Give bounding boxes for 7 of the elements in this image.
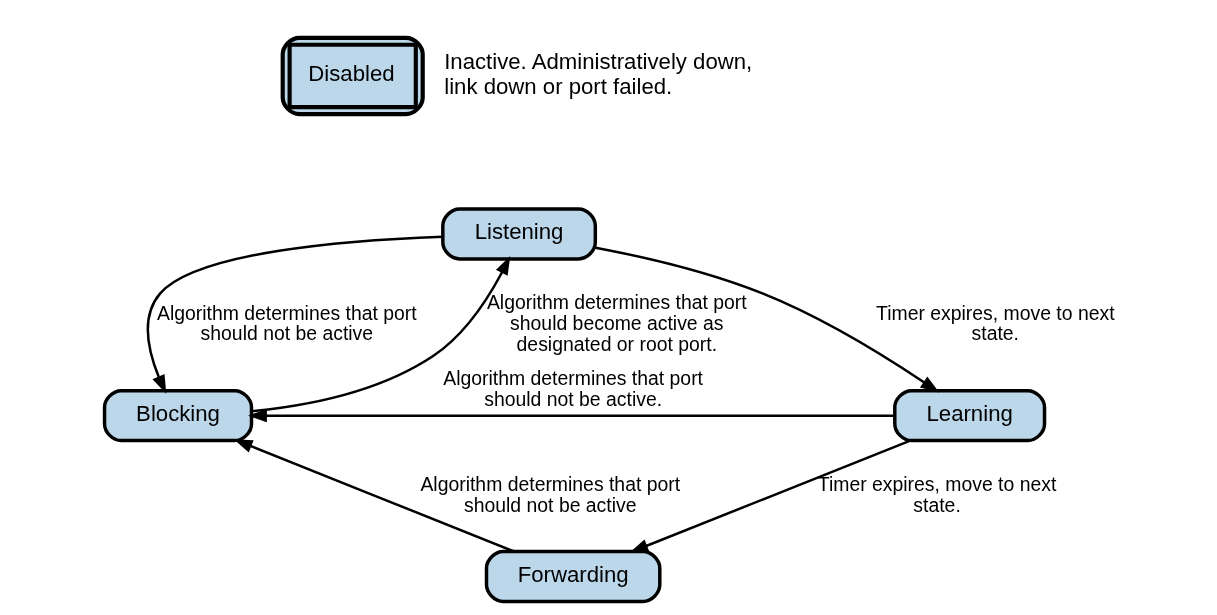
node-label: Inactive. Administratively down, link down or port failed. bbox=[444, 48, 753, 99]
edge-label: Algorithm determines that port should not be active. bbox=[443, 367, 704, 411]
edge-label: Algorithm determines that port should become active as designated or root port. bbox=[486, 291, 747, 355]
edge-label: Timer expires, move to next state. bbox=[876, 301, 1115, 345]
edge-label: Timer expires, move to next state. bbox=[817, 472, 1057, 516]
edge-label: Algorithm determines that port should not be active bbox=[420, 472, 681, 516]
edge-label: Algorithm determines that port should not be active bbox=[156, 301, 417, 345]
